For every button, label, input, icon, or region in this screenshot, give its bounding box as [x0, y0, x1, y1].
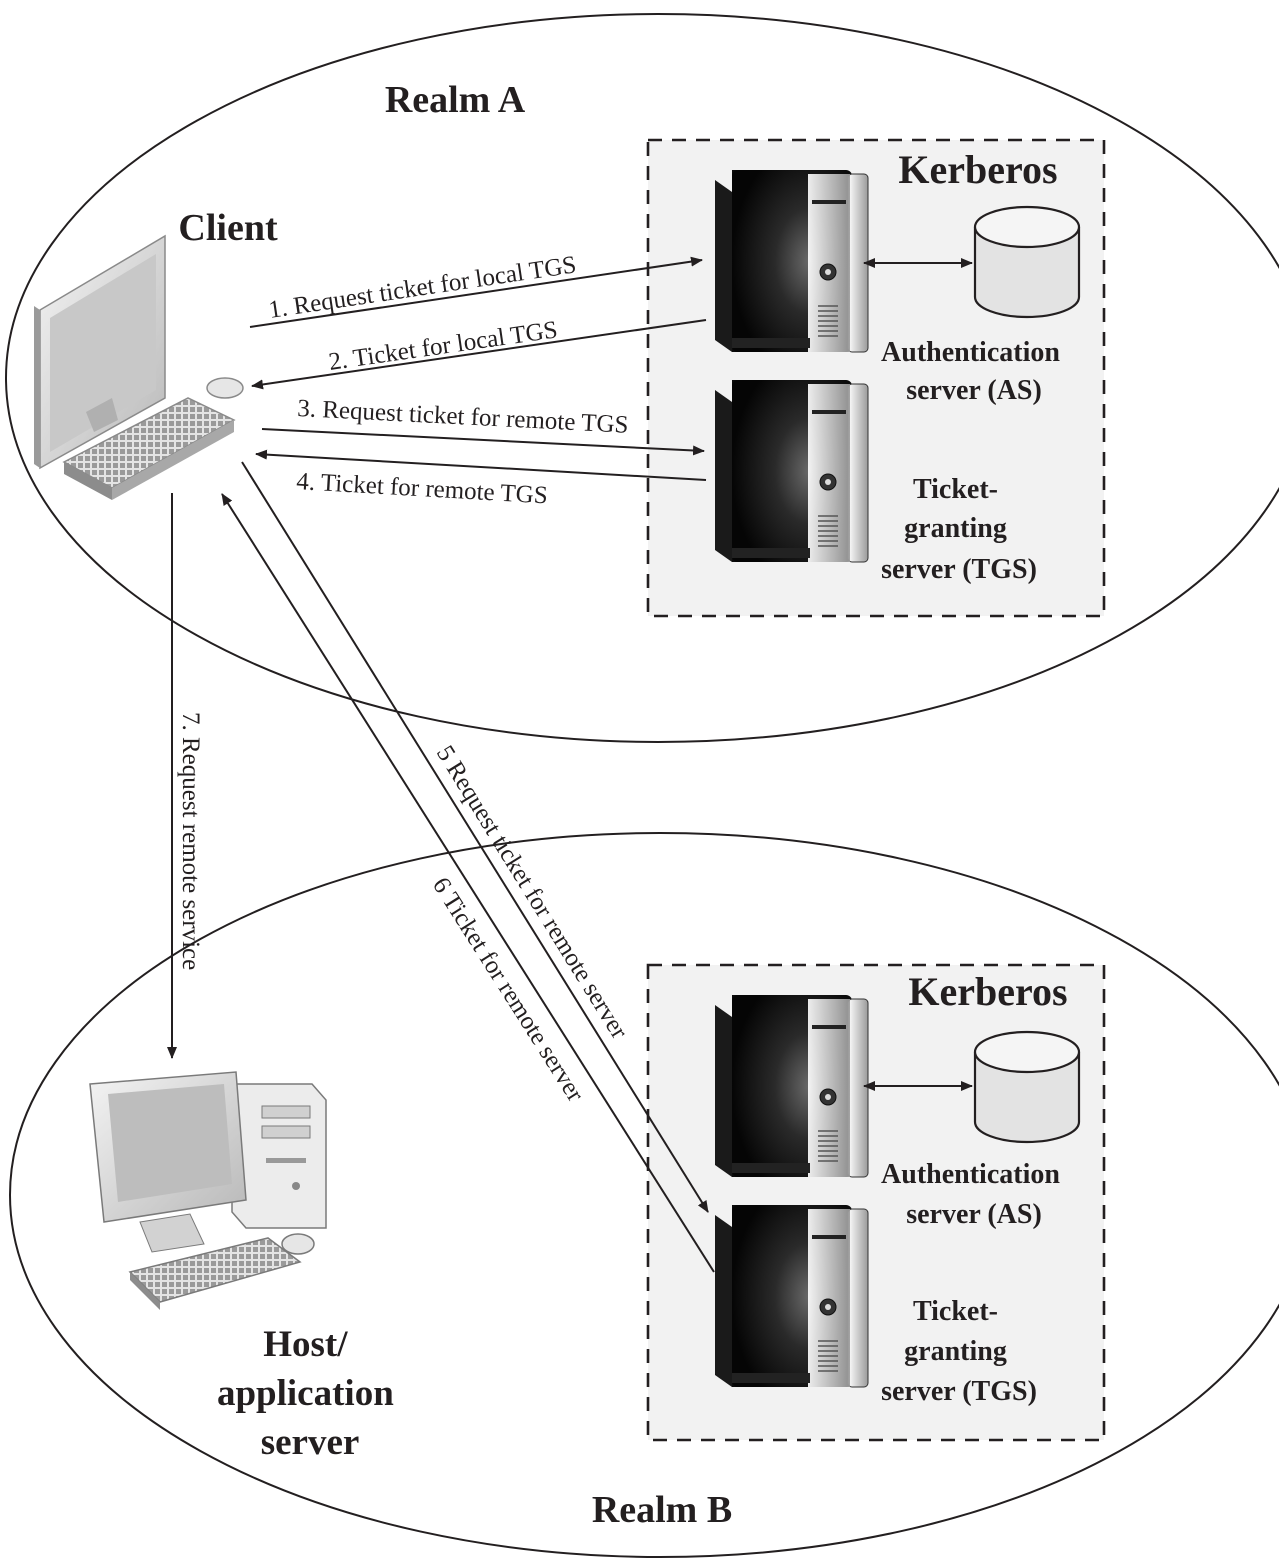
msg-5-arrow — [241, 461, 709, 1213]
realm-b-boundary — [9, 832, 1279, 1558]
host-computer-icon — [89, 1071, 327, 1310]
realm-a-boundary — [5, 13, 1279, 743]
msg-3-arrow — [261, 428, 705, 456]
realm-a-database-icon — [973, 205, 1081, 319]
realm-b-tgs-server-icon — [714, 1204, 869, 1388]
realm-b-database-icon — [973, 1030, 1081, 1144]
msg-4-arrow — [255, 449, 707, 481]
realm-b-kerberos-title: Kerberos — [908, 969, 1067, 1014]
realm-a-as-label: Authentication server (AS) — [881, 337, 1067, 406]
msg-2-label: 2. Ticket for local TGS — [327, 316, 559, 376]
realm-b-title: Realm B — [592, 1489, 732, 1531]
host-label: Host/ application server — [217, 1324, 403, 1463]
realm-b-tgs-label: Ticket- granting server (TGS) — [881, 1296, 1037, 1407]
realm-a-tgs-label: Ticket- granting server (TGS) — [881, 474, 1037, 585]
msg-7-label: 7. Request remote service — [177, 712, 204, 970]
client-workstation-icon — [34, 234, 244, 500]
realm-b-as-label: Authentication server (AS) — [881, 1159, 1067, 1230]
msg-4-label: 4. Ticket for remote TGS — [296, 468, 549, 509]
msg-6-label: 6 Ticket for remote server — [427, 873, 589, 1107]
realm-a-title: Realm A — [385, 79, 526, 121]
msg-6-arrow — [221, 493, 715, 1273]
realm-a-kerberos-title: Kerberos — [898, 147, 1057, 192]
client-label: Client — [178, 207, 278, 249]
msg-2-arrow — [251, 319, 707, 390]
msg-1-arrow — [249, 256, 703, 328]
realm-b-as-server-icon — [714, 994, 869, 1178]
msg-3-label: 3. Request ticket for remote TGS — [297, 395, 629, 439]
realm-a-as-server-icon — [714, 169, 869, 353]
msg-1-label: 1. Request ticket for local TGS — [267, 251, 578, 324]
realm-a-tgs-server-icon — [714, 379, 869, 563]
